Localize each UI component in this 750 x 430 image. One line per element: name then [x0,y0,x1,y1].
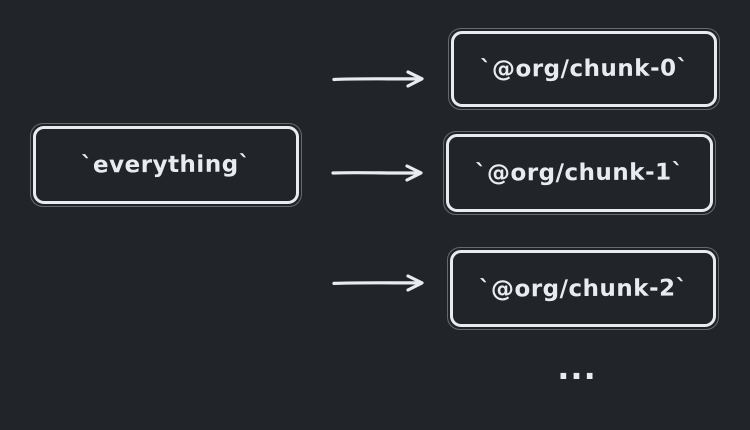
arrow-icon [331,164,423,182]
arrow-icon [332,274,424,292]
node-everything: `everything` [30,123,302,207]
node-chunk-0-label: `@org/chunk-0` [479,55,689,83]
node-chunk-2: `@org/chunk-2` [447,247,719,330]
node-chunk-1-label: `@org/chunk-1` [475,159,684,187]
ellipsis-label: ... [557,349,597,387]
node-chunk-0: `@org/chunk-0` [448,28,720,110]
node-chunk-1: `@org/chunk-1` [443,131,716,215]
node-everything-label: `everything` [81,151,251,179]
arrow-icon [332,70,424,88]
node-chunk-2-label: `@org/chunk-2` [478,274,688,303]
